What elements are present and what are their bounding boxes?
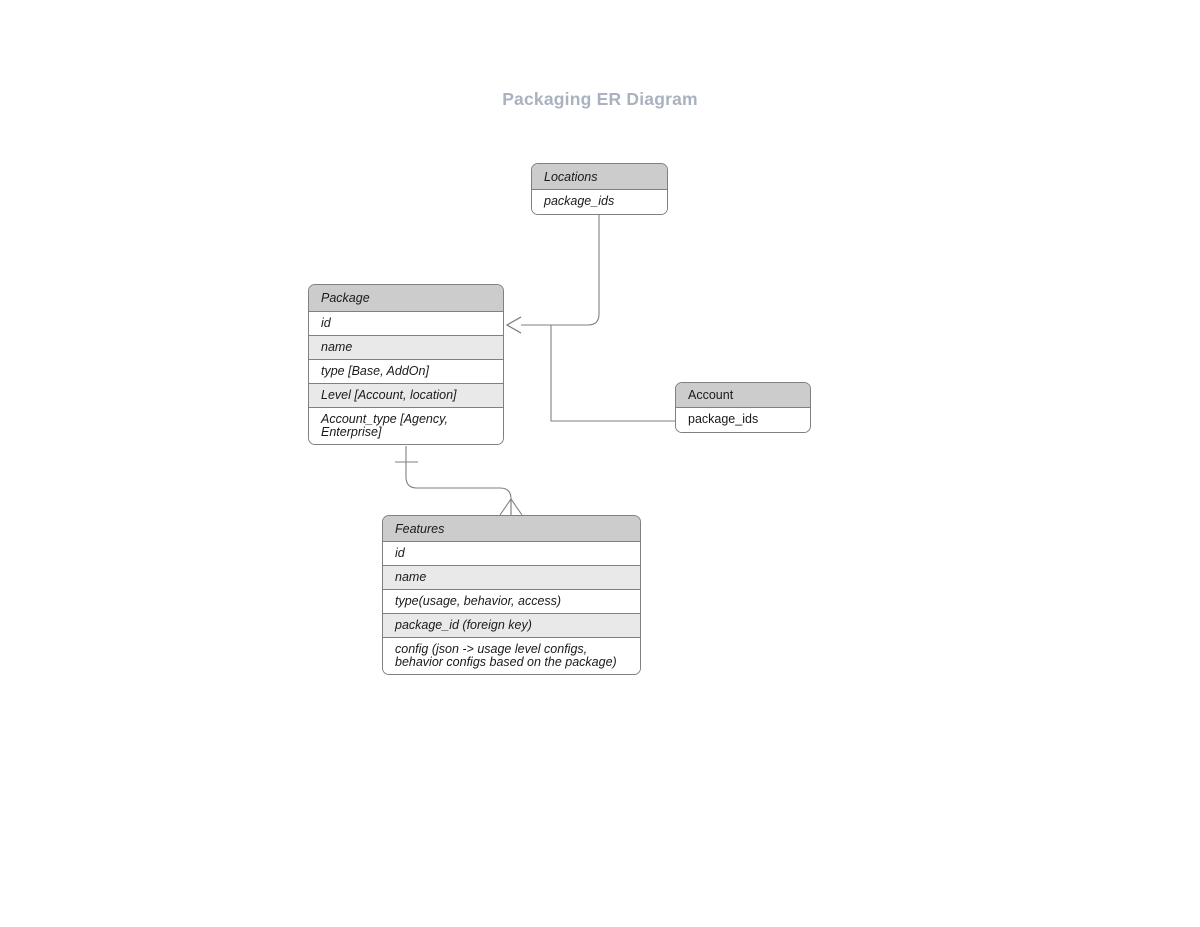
page-title: Packaging ER Diagram bbox=[502, 89, 698, 109]
entity-package-attribute-id: id bbox=[309, 312, 503, 336]
entity-package-attribute-level: Level [Account, location] bbox=[309, 384, 503, 408]
entity-features-attribute-config-text: config (json -> usage level configs, beh… bbox=[395, 641, 617, 669]
many-arrow-marker-locations bbox=[505, 316, 522, 334]
entity-locations-attribute: package_ids bbox=[532, 190, 667, 214]
crows-foot-marker-features bbox=[499, 498, 523, 516]
entity-features-attribute-type: type(usage, behavior, access) bbox=[383, 590, 640, 614]
entity-features[interactable]: Features id name type(usage, behavior, a… bbox=[382, 515, 641, 675]
entity-features-attribute-id: id bbox=[383, 542, 640, 566]
relationship-package-account bbox=[505, 316, 675, 422]
entity-account-attribute: package_ids bbox=[676, 408, 810, 432]
entity-locations[interactable]: Locations package_ids bbox=[531, 163, 668, 215]
entity-package-title: Package bbox=[309, 285, 503, 312]
entity-account-title: Account bbox=[676, 383, 810, 408]
entity-account[interactable]: Account package_ids bbox=[675, 382, 811, 433]
entity-features-attribute-name: name bbox=[383, 566, 640, 590]
entity-package-attribute-name: name bbox=[309, 336, 503, 360]
connector-line-package-features bbox=[405, 446, 512, 515]
entity-package-attribute-account-type: Account_type [Agency, Enterprise] bbox=[309, 408, 503, 444]
entity-package-attribute-account-type-text: Account_type [Agency, Enterprise] bbox=[321, 411, 448, 439]
entity-features-attribute-config: config (json -> usage level configs, beh… bbox=[383, 638, 640, 674]
relationship-package-locations bbox=[505, 214, 600, 334]
entity-package-attribute-type: type [Base, AddOn] bbox=[309, 360, 503, 384]
many-arrow-marker-account bbox=[505, 316, 522, 334]
entity-locations-title: Locations bbox=[532, 164, 667, 190]
entity-features-title: Features bbox=[383, 516, 640, 542]
connector-line-package-locations bbox=[521, 214, 600, 326]
connector-line-package-account bbox=[521, 324, 675, 422]
relationship-package-features bbox=[395, 446, 523, 516]
entity-package[interactable]: Package id name type [Base, AddOn] Level… bbox=[308, 284, 504, 445]
entity-features-attribute-package-id: package_id (foreign key) bbox=[383, 614, 640, 638]
